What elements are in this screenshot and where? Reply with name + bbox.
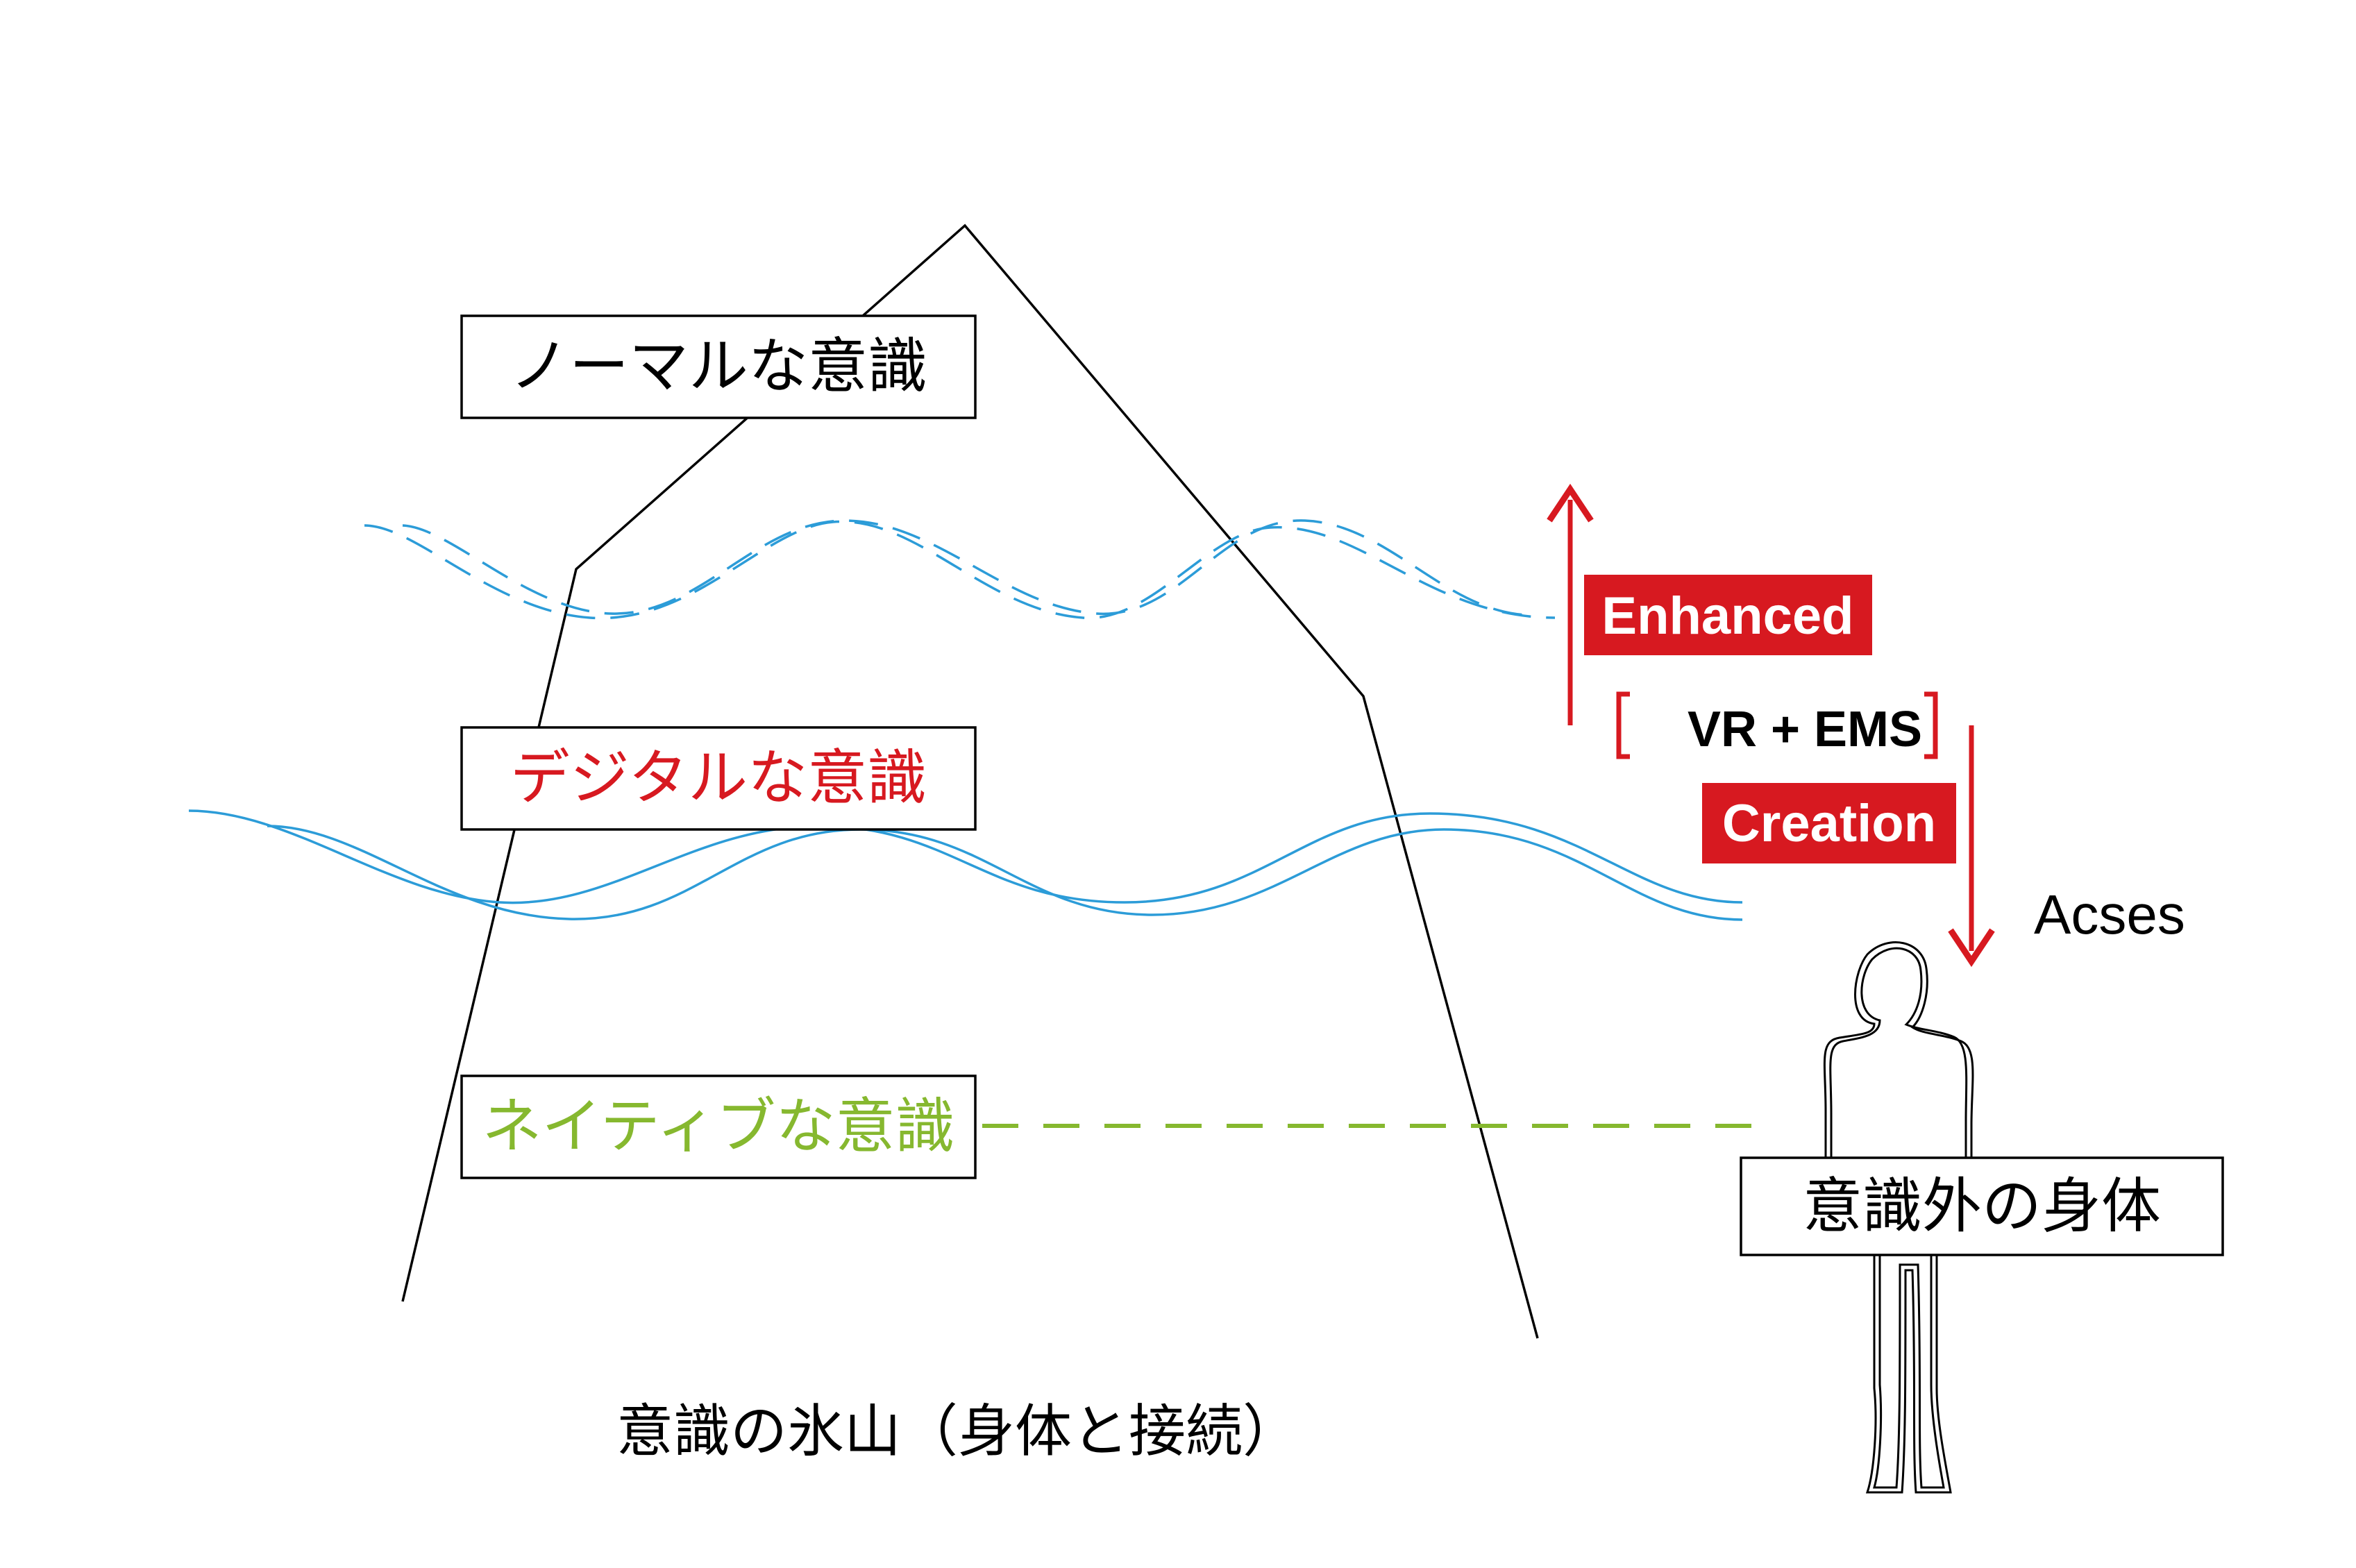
- normal-consciousness-box: [460, 314, 977, 419]
- bracket-close-icon: [1924, 691, 1938, 759]
- diagram-caption: 意識の氷山（身体と接続）: [616, 1399, 1299, 1465]
- vr-ems-label: VR + EMS: [1688, 702, 1922, 757]
- water-surface-dashed-1: [364, 520, 1556, 620]
- enhanced-label: Enhanced: [1601, 587, 1853, 646]
- digital-consciousness-box: [460, 726, 977, 831]
- creation-label: Creation: [1722, 794, 1936, 853]
- water-surface-dashed-2: [402, 519, 1528, 616]
- outside-body-label: 意識外の身体: [1803, 1172, 2161, 1241]
- enhanced-badge: [1584, 575, 1872, 655]
- outside-body-box: [1740, 1156, 2224, 1256]
- native-consciousness-box: [460, 1074, 977, 1179]
- water-surface-solid-2: [267, 825, 1743, 921]
- normal-consciousness-label: ノーマルな意識: [510, 332, 927, 401]
- water-surface-solid-1: [188, 809, 1743, 904]
- acses-label: Acses: [2034, 884, 2185, 945]
- digital-consciousness-label: デジタルな意識: [510, 743, 927, 813]
- native-consciousness-label: ネイティブな意識: [482, 1092, 954, 1161]
- bracket-open-icon: [1616, 691, 1630, 759]
- up-arrow-icon: [1547, 483, 1594, 523]
- down-arrow-icon: [1948, 928, 1995, 968]
- creation-badge: [1702, 783, 1956, 863]
